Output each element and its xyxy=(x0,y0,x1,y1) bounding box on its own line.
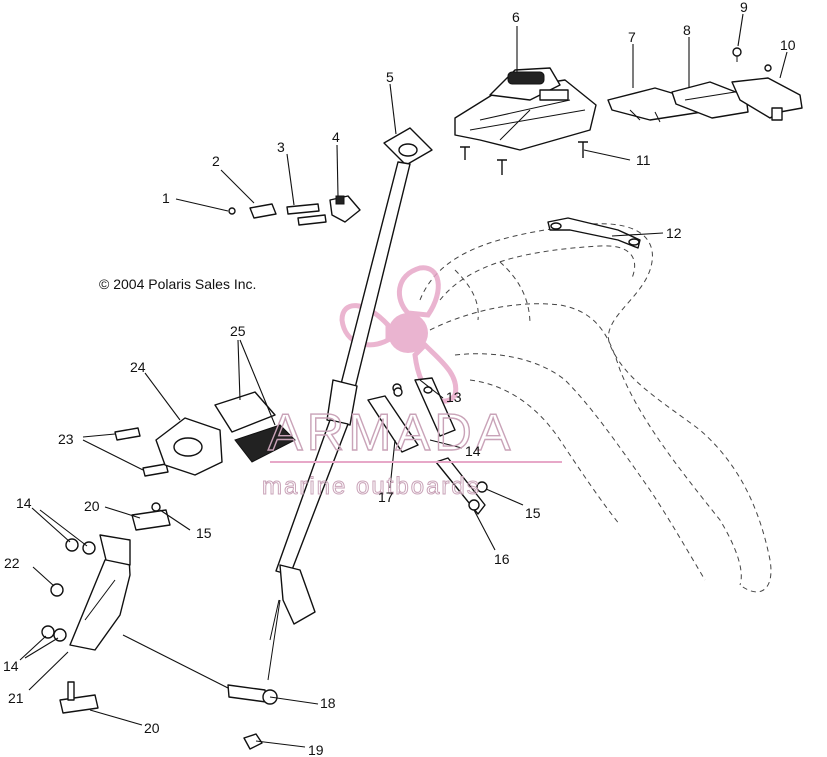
callout-24: 24 xyxy=(130,359,146,375)
part-19-nut xyxy=(243,733,263,750)
part-23-bolts xyxy=(114,427,169,477)
callout-23: 23 xyxy=(58,431,74,447)
callout-17: 17 xyxy=(378,489,394,505)
callout-19: 19 xyxy=(308,742,324,757)
leader-lines xyxy=(19,13,788,748)
callout-14-center: 14 xyxy=(465,443,481,459)
part-6-steering-housing xyxy=(454,67,597,151)
part-21-bracket xyxy=(69,534,131,651)
part-1-pin xyxy=(228,207,236,215)
part-3-bolts xyxy=(286,203,327,226)
callout-5: 5 xyxy=(386,69,394,85)
callout-14-lower-left: 14 xyxy=(3,658,19,674)
callout-20-lower: 20 xyxy=(144,720,160,736)
part-8-plate xyxy=(671,81,749,119)
part-2-clip xyxy=(249,203,277,219)
watermark-tagline: marine outboards xyxy=(262,473,481,500)
callout-11: 11 xyxy=(636,152,651,168)
callout-14-upper-left: 14 xyxy=(16,495,32,511)
part-13-clamp xyxy=(414,377,456,437)
part-10-cover-end xyxy=(731,77,803,121)
part-4-clamp xyxy=(329,195,361,223)
callout-22: 22 xyxy=(4,555,20,571)
callout-18: 18 xyxy=(320,695,336,711)
callout-2: 2 xyxy=(212,153,220,169)
watermark-logo xyxy=(339,265,459,404)
callout-3: 3 xyxy=(277,139,285,155)
callout-25: 25 xyxy=(230,323,246,339)
callout-13: 13 xyxy=(446,389,462,405)
callout-15-left: 15 xyxy=(196,525,212,541)
part-16-link-arm xyxy=(435,457,486,515)
callout-4: 4 xyxy=(332,129,340,145)
part-24-mount xyxy=(155,417,223,476)
part-25-pads xyxy=(214,391,296,463)
part-11-screws xyxy=(460,141,588,175)
callout-10: 10 xyxy=(780,37,796,53)
callout-12: 12 xyxy=(666,225,682,241)
callout-9: 9 xyxy=(740,0,748,15)
part-20-studs xyxy=(59,509,171,714)
callout-21: 21 xyxy=(8,690,24,706)
callout-15-right: 15 xyxy=(525,505,541,521)
part-22-washer xyxy=(50,583,64,597)
copyright-text: © 2004 Polaris Sales Inc. xyxy=(99,276,256,292)
part-14-nuts xyxy=(41,387,403,642)
part-18-rod-end xyxy=(227,684,278,705)
part-12-bracket xyxy=(547,217,641,249)
callout-7: 7 xyxy=(628,29,636,45)
part-5-steering-column xyxy=(267,127,433,681)
watermark-brand: ARMADA xyxy=(268,404,514,462)
callout-6: 6 xyxy=(512,9,520,25)
callout-1: 1 xyxy=(162,190,170,206)
part-9-screw xyxy=(732,47,772,72)
callout-16: 16 xyxy=(494,551,510,567)
callout-20-upper: 20 xyxy=(84,498,100,514)
callout-8: 8 xyxy=(683,22,691,38)
